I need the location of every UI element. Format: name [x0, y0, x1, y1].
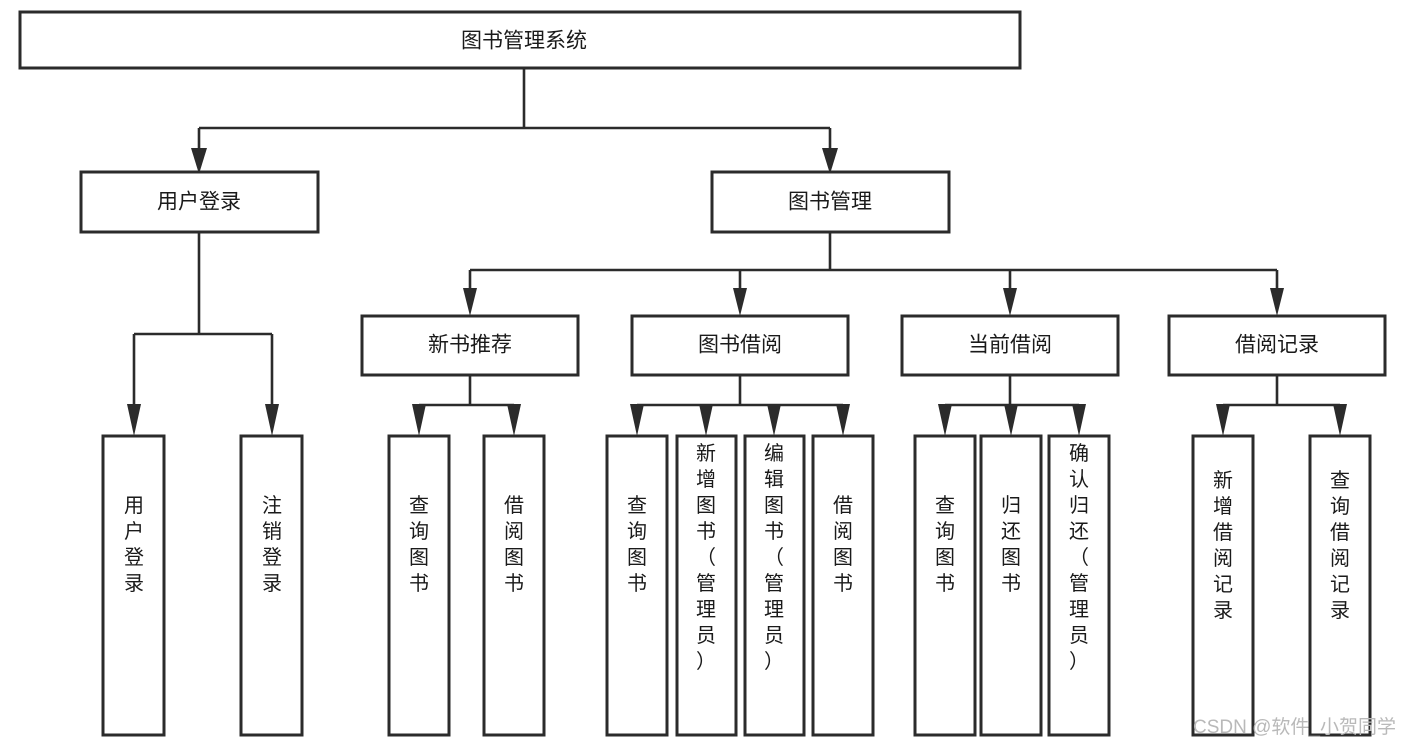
watermark-label: CSDN @软件_小贺同学	[1193, 716, 1396, 738]
node-leaf-confirm-return-label: 确认归还（管理员）	[1069, 442, 1089, 673]
node-leaf-query-record[interactable]: 查询借阅记录	[1308, 434, 1372, 737]
arrow-head-icon	[191, 148, 207, 174]
node-leaf-logout-login[interactable]: 注销登录	[239, 434, 304, 737]
node-leaf-query-book-1[interactable]: 查询图书	[387, 434, 451, 737]
node-leaf-borrow-book-1-label: 借阅图书	[504, 494, 524, 595]
arrow-head-icon	[1216, 404, 1230, 436]
node-book-borrow-label: 图书借阅	[698, 334, 782, 357]
node-book-borrow[interactable]: 图书借阅	[630, 314, 850, 377]
node-leaf-query-book-2-label: 查询图书	[627, 494, 647, 595]
connector-layer	[127, 68, 1347, 436]
arrow-head-icon	[463, 288, 477, 316]
node-leaf-query-book-3-label: 查询图书	[935, 494, 955, 595]
arrow-head-icon	[836, 404, 850, 436]
node-leaf-borrow-book-2-label: 借阅图书	[833, 494, 853, 595]
node-root-label: 图书管理系统	[461, 30, 587, 53]
node-user-login-label: 用户登录	[157, 191, 241, 214]
node-book-management[interactable]: 图书管理	[710, 170, 951, 234]
node-borrow-record-label: 借阅记录	[1235, 334, 1319, 357]
arrow-head-icon	[127, 404, 141, 436]
node-leaf-add-record-label: 新增借阅记录	[1213, 469, 1233, 622]
arrow-head-icon	[507, 404, 521, 436]
arrow-head-icon	[699, 404, 713, 436]
node-leaf-add-book[interactable]: 新增图书（管理员）	[675, 434, 738, 737]
arrow-head-icon	[412, 404, 426, 436]
node-leaf-return-book-label: 归还图书	[1001, 494, 1021, 595]
node-current-borrow[interactable]: 当前借阅	[900, 314, 1120, 377]
node-leaf-logout-login-label: 注销登录	[262, 494, 282, 595]
node-new-book-recommend[interactable]: 新书推荐	[360, 314, 580, 377]
node-leaf-edit-book-label: 编辑图书（管理员）	[764, 442, 784, 673]
arrow-head-icon	[1270, 288, 1284, 316]
node-leaf-query-book-1-label: 查询图书	[409, 494, 429, 595]
node-leaf-borrow-book-2[interactable]: 借阅图书	[811, 434, 875, 737]
node-leaf-borrow-book-1[interactable]: 借阅图书	[482, 434, 546, 737]
arrow-head-icon	[1333, 404, 1347, 436]
node-leaf-return-book[interactable]: 归还图书	[979, 434, 1043, 737]
node-current-borrow-label: 当前借阅	[968, 334, 1052, 357]
node-leaf-confirm-return[interactable]: 确认归还（管理员）	[1047, 434, 1111, 737]
node-user-login[interactable]: 用户登录	[79, 170, 320, 234]
arrow-head-icon	[822, 148, 838, 174]
node-leaf-user-login[interactable]: 用户登录	[101, 434, 166, 737]
arrow-head-icon	[1072, 404, 1086, 436]
node-leaf-add-book-label: 新增图书（管理员）	[696, 442, 716, 673]
node-leaf-user-login-label: 用户登录	[124, 495, 144, 595]
arrow-head-icon	[1004, 404, 1018, 436]
node-borrow-record[interactable]: 借阅记录	[1167, 314, 1387, 377]
node-new-book-recommend-label: 新书推荐	[428, 334, 512, 357]
arrow-head-icon	[265, 404, 279, 436]
node-leaf-edit-book[interactable]: 编辑图书（管理员）	[743, 434, 806, 737]
node-leaf-query-record-label: 查询借阅记录	[1330, 469, 1350, 622]
arrow-head-icon	[1003, 288, 1017, 316]
node-leaf-query-book-3[interactable]: 查询图书	[913, 434, 977, 737]
arrow-head-icon	[630, 404, 644, 436]
arrow-head-icon	[938, 404, 952, 436]
node-book-management-label: 图书管理	[788, 191, 872, 214]
arrow-head-icon	[733, 288, 747, 316]
arrow-head-icon	[767, 404, 781, 436]
node-leaf-add-record[interactable]: 新增借阅记录	[1191, 434, 1255, 737]
node-root[interactable]: 图书管理系统	[18, 10, 1022, 70]
node-leaf-query-book-2[interactable]: 查询图书	[605, 434, 669, 737]
